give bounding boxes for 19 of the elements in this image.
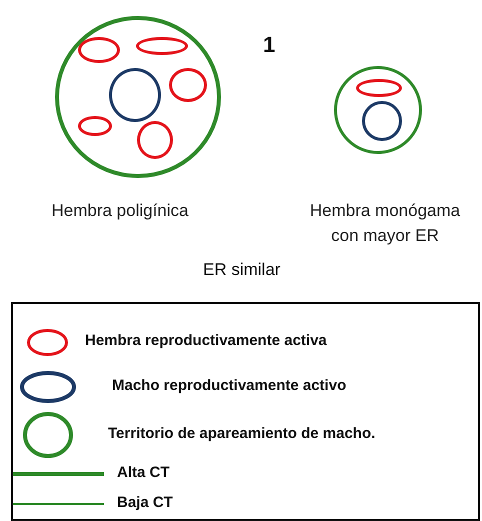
male-circle bbox=[362, 101, 402, 141]
female-ellipse bbox=[78, 37, 120, 63]
legend-text: Macho reproductivamente activo bbox=[112, 377, 346, 394]
legend-text: Territorio de apareamiento de macho. bbox=[108, 425, 376, 442]
node-caption: Hembra poligínica bbox=[50, 200, 190, 222]
legend-text: Hembra reproductivamente activa bbox=[85, 332, 327, 349]
territory-circle bbox=[55, 16, 221, 178]
legend-text: Baja CT bbox=[117, 494, 173, 511]
territory-circle bbox=[334, 66, 422, 154]
female-ellipse bbox=[78, 116, 112, 136]
legend-text: Alta CT bbox=[117, 464, 170, 481]
male-circle bbox=[109, 68, 161, 122]
female-ellipse bbox=[356, 79, 402, 97]
female-ellipse bbox=[169, 68, 207, 102]
panel-number: 1 bbox=[263, 32, 276, 58]
female-ellipse bbox=[136, 37, 188, 55]
node-caption: Hembra monógama con mayor ER bbox=[308, 200, 462, 247]
caption: ER similar bbox=[203, 260, 280, 280]
female-ellipse bbox=[137, 121, 173, 159]
